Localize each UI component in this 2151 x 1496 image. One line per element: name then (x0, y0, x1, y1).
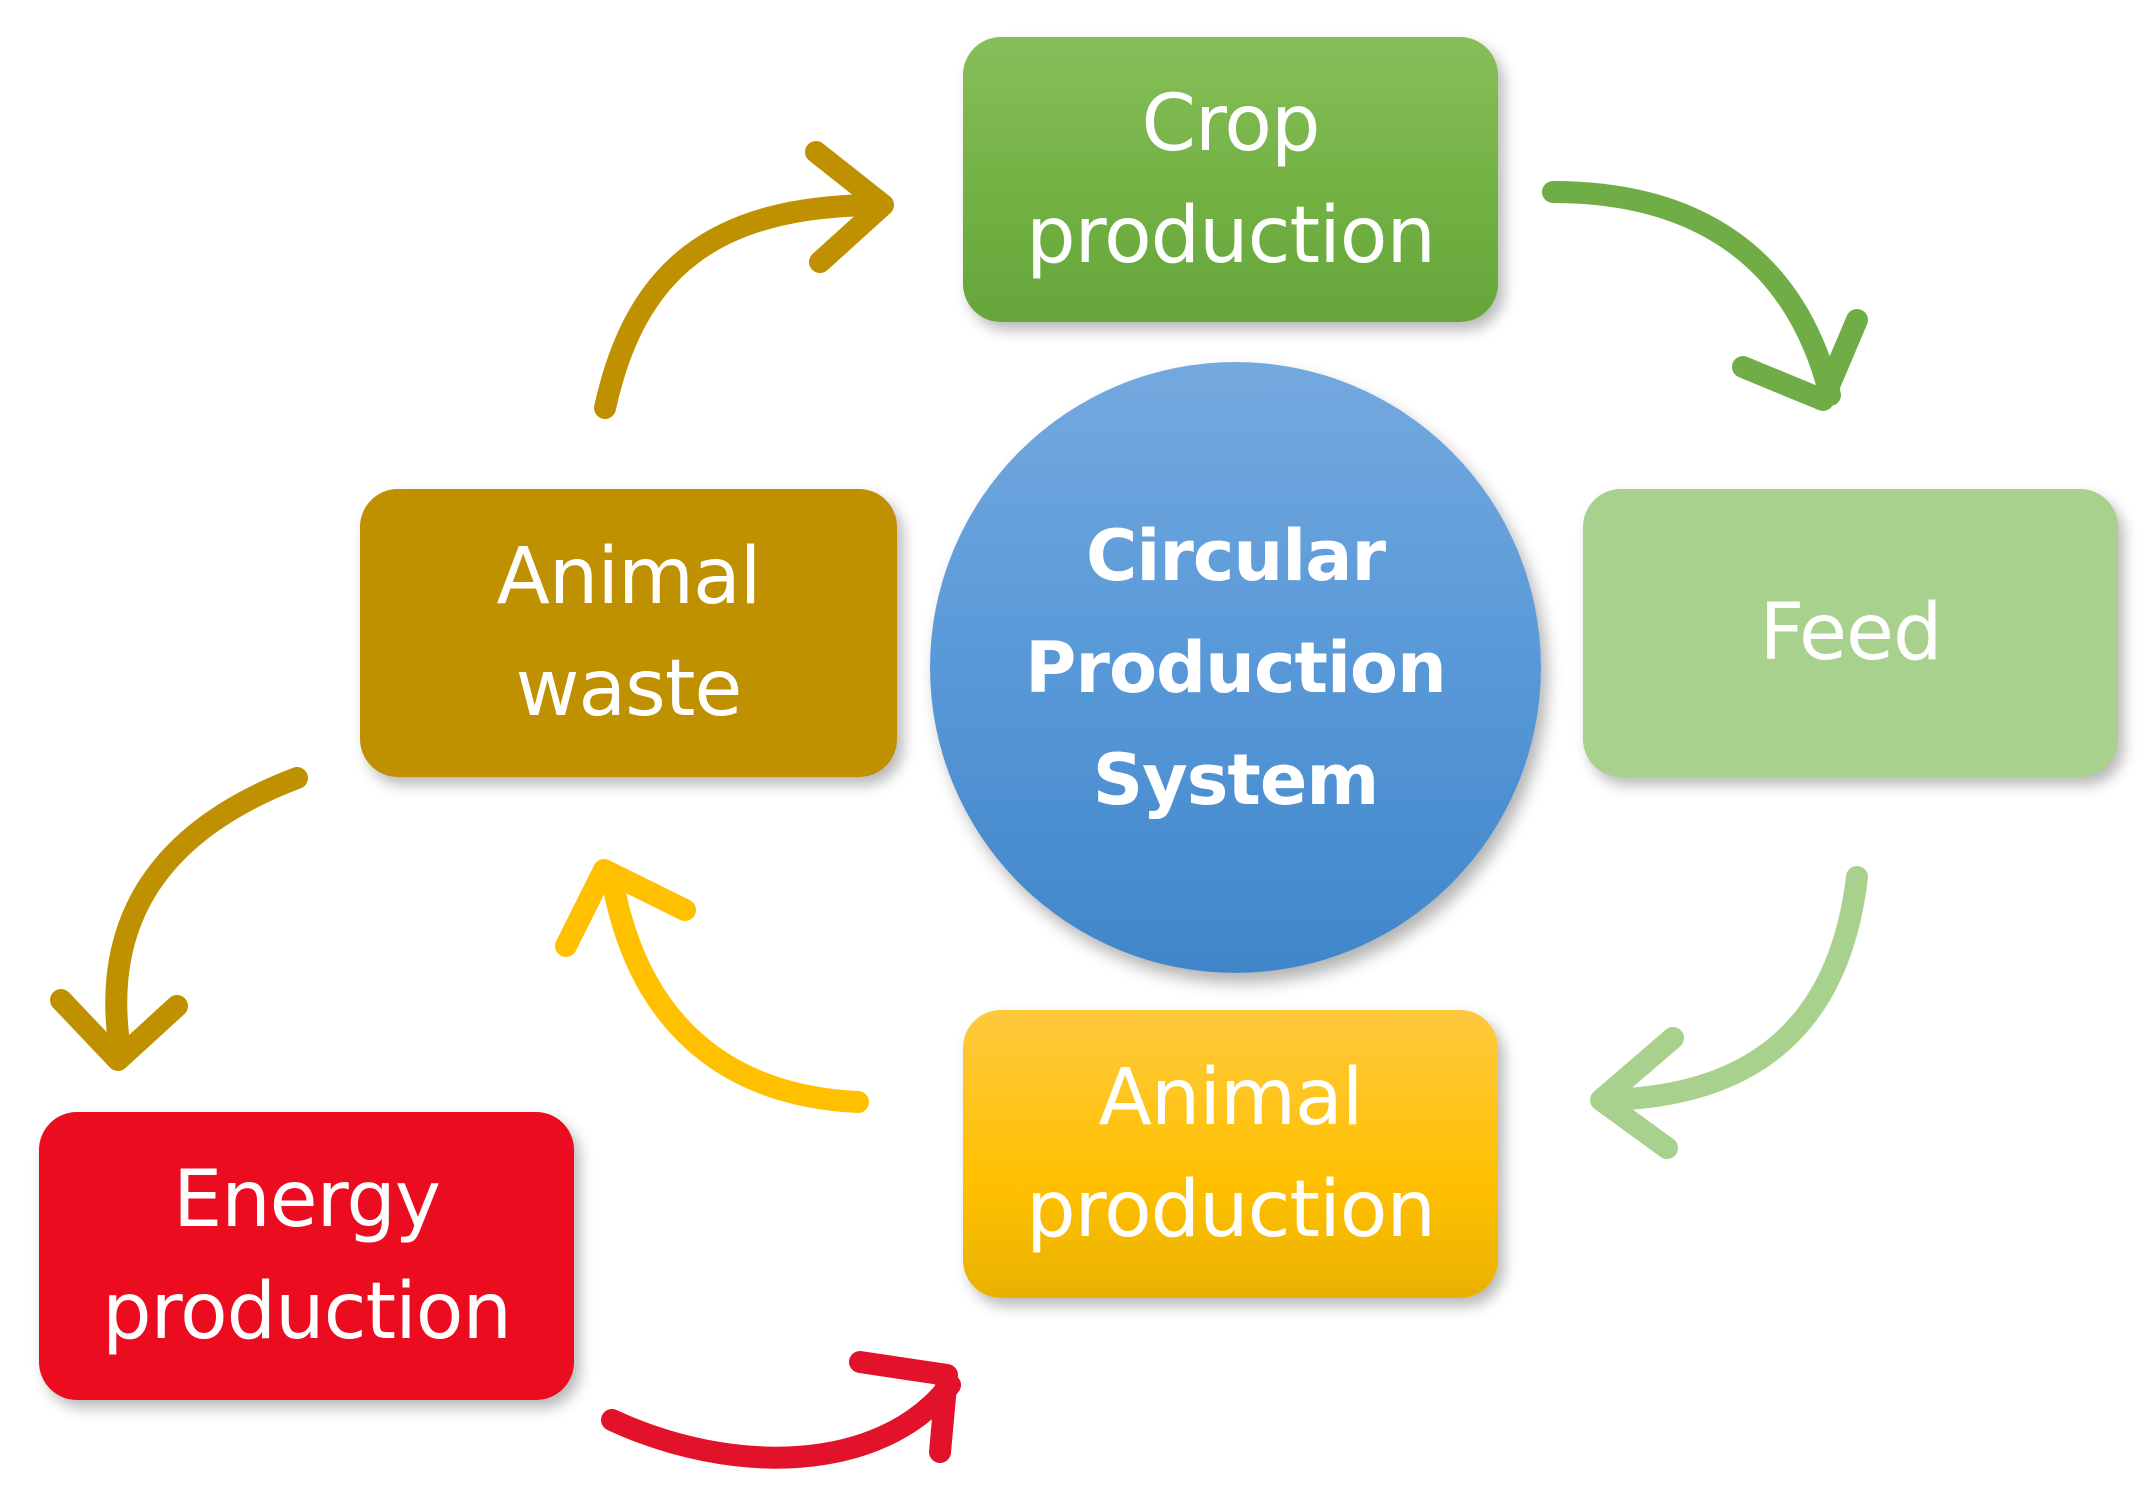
node-crop-production: Crop production (963, 37, 1498, 322)
node-label-line: production (1026, 190, 1436, 281)
node-label-line: Crop (1141, 78, 1320, 169)
node-label-line: production (102, 1267, 512, 1357)
node-energy-production: Energy production (39, 1112, 574, 1400)
center-circle-circular-production-system: Circular Production System (930, 362, 1541, 973)
arrow-animal-waste-to-energy (50, 767, 308, 1071)
node-feed: Feed (1583, 489, 2118, 777)
node-label-line: Animal (1098, 1053, 1364, 1143)
node-label-line: Feed (1759, 588, 1942, 678)
center-label-line: System (1092, 738, 1380, 821)
arrow-animal-waste-to-crop (594, 141, 894, 419)
node-animal-production: Animal production (963, 1010, 1498, 1298)
arrow-crop-to-feed (1542, 181, 1868, 411)
node-label-line: waste (515, 644, 743, 734)
node-label-line: production (1026, 1165, 1436, 1255)
node-animal-waste: Animal waste (360, 489, 897, 777)
arrow-animal-production-to-animal-waste (555, 859, 869, 1113)
center-label-line: Circular (1086, 514, 1386, 597)
node-label-line: Energy (172, 1155, 441, 1245)
node-label-line: Animal (496, 532, 762, 622)
arrow-feed-to-animal-production (1590, 866, 1868, 1159)
arrow-energy-to-animal-production (601, 1351, 961, 1469)
center-label-line: Production (1025, 626, 1447, 709)
